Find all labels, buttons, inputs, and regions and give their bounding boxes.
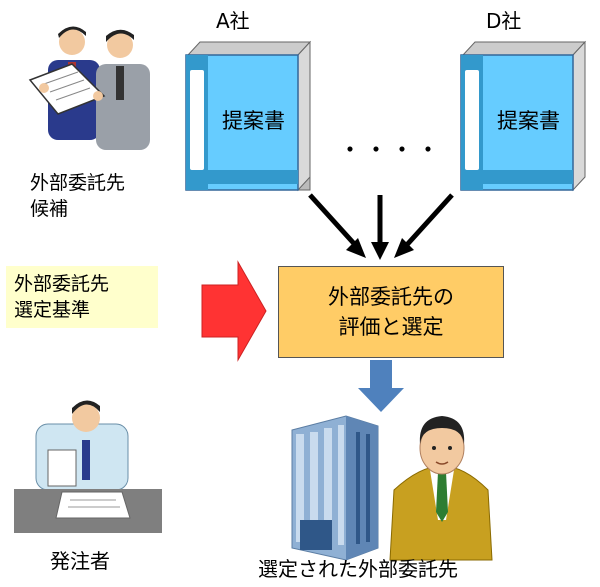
proposal-binder-a bbox=[185, 40, 312, 192]
criteria-arrow bbox=[201, 260, 267, 362]
orderer-label: 発注者 bbox=[50, 549, 110, 573]
proposal-a-title: 提案書 bbox=[222, 109, 285, 133]
evaluation-line2: 評価と選定 bbox=[338, 315, 444, 339]
selection-arrow bbox=[358, 360, 404, 412]
candidates-label-line2: 候補 bbox=[30, 198, 69, 220]
selected-vendor-illustration bbox=[389, 416, 493, 561]
ellipsis: ・・・・ bbox=[338, 136, 442, 164]
proposal-d-title: 提案書 bbox=[497, 109, 560, 133]
criteria-line2: 選定基準 bbox=[14, 299, 91, 321]
company-a-label: A社 bbox=[216, 9, 250, 33]
converging-arrows bbox=[308, 193, 454, 260]
candidates-label-line1: 外部委託先 bbox=[30, 172, 126, 194]
selected-label: 選定された外部委託先 bbox=[258, 557, 458, 581]
company-d-label: D社 bbox=[486, 9, 522, 33]
evaluation-box: 外部委託先の 評価と選定 bbox=[278, 266, 504, 358]
evaluation-line1: 外部委託先の bbox=[328, 285, 454, 309]
office-building-icon bbox=[291, 415, 379, 561]
proposal-binder-d bbox=[460, 40, 587, 192]
criteria-box: 外部委託先 選定基準 bbox=[6, 266, 158, 328]
candidates-illustration bbox=[28, 26, 150, 150]
criteria-line1: 外部委託先 bbox=[14, 273, 110, 295]
orderer-illustration bbox=[14, 400, 162, 533]
